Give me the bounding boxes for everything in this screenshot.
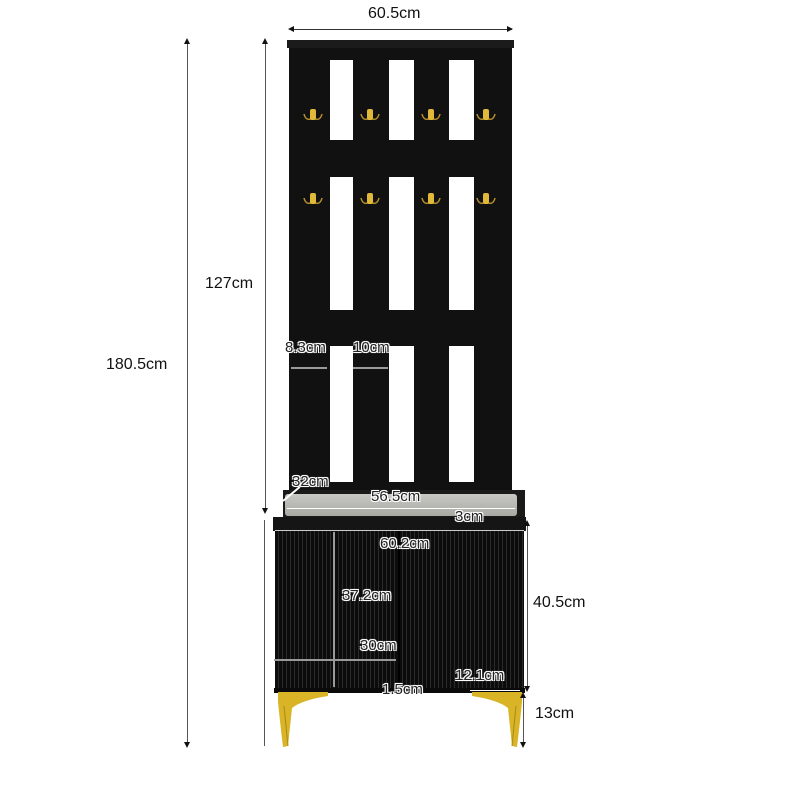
arrow-up-icon (524, 520, 530, 526)
cabinet-left-door (275, 531, 398, 690)
coat-hook-icon (360, 109, 380, 121)
panel-slot (449, 60, 474, 140)
panel-slot (389, 60, 414, 140)
label-leg-height: 13cm (535, 705, 575, 722)
label-cushion-width: 56.5cm (371, 488, 421, 505)
coat-hook-icon (360, 193, 380, 205)
arrow-up-icon (184, 38, 190, 44)
gold-leg-right (472, 692, 522, 747)
coat-hook-icon (303, 193, 323, 205)
arrow-down-icon (262, 508, 268, 514)
label-door-width: 30cm (360, 637, 397, 654)
dim-line-leg-height (523, 694, 524, 746)
panel-slot (330, 346, 353, 482)
label-slot-width: 10cm (353, 339, 390, 356)
label-cabinet-width: 60.2cm (380, 535, 430, 552)
panel-slot (330, 177, 353, 310)
coat-hook-icon (476, 109, 496, 121)
label-bottom-gap: 1.5cm (382, 681, 423, 698)
cabinet-base (274, 688, 525, 693)
dim-line-overall-height (187, 40, 188, 746)
arrow-right-icon (507, 26, 513, 32)
arrow-up-icon (520, 692, 526, 698)
panel-slot (389, 177, 414, 310)
label-overall-height: 180.5cm (106, 356, 168, 373)
arrow-up-icon (262, 38, 268, 44)
panel-slot (449, 177, 474, 310)
coat-hook-icon (421, 193, 441, 205)
arrow-down-icon (520, 742, 526, 748)
dim-line-panel-height (265, 40, 266, 512)
dim-line-left-edge (264, 520, 265, 746)
dim-line-cabinet-width (275, 530, 524, 531)
dim-line-cushion-width (287, 508, 515, 509)
coat-hook-icon (421, 109, 441, 121)
dim-line-leg-offset (470, 690, 520, 691)
label-seat-depth: 32cm (292, 473, 329, 490)
coat-hook-icon (476, 193, 496, 205)
label-leg-offset: 12.1cm (455, 667, 505, 684)
cabinet-top (273, 517, 526, 531)
label-cushion-thickness: 3cm (455, 508, 484, 525)
dim-line-slot-width (353, 367, 388, 369)
panel-slot (330, 60, 353, 140)
dim-line-door-width (274, 659, 396, 661)
arrow-down-icon (524, 686, 530, 692)
seat-cushion (285, 494, 517, 516)
panel-slot (389, 346, 414, 482)
label-overall-width: 60.5cm (368, 5, 421, 22)
arrow-left-icon (288, 26, 294, 32)
label-cabinet-inner-height: 37.2cm (342, 587, 392, 604)
dim-line-post-width (291, 367, 327, 369)
panel-slot (449, 346, 474, 482)
cabinet-right-door (399, 531, 524, 690)
upper-panel-top-cap (287, 40, 514, 48)
door-gap (398, 531, 400, 690)
label-post-width: 8.3cm (285, 339, 326, 356)
label-panel-height: 127cm (205, 275, 254, 292)
dim-line-cabinet-inner-height (333, 532, 335, 687)
dim-line-cabinet-height (527, 522, 528, 690)
coat-hook-icon (303, 109, 323, 121)
label-cabinet-height: 40.5cm (533, 594, 586, 611)
gold-leg-left (278, 692, 328, 747)
dim-line-top-width (290, 29, 512, 30)
arrow-down-icon (184, 742, 190, 748)
